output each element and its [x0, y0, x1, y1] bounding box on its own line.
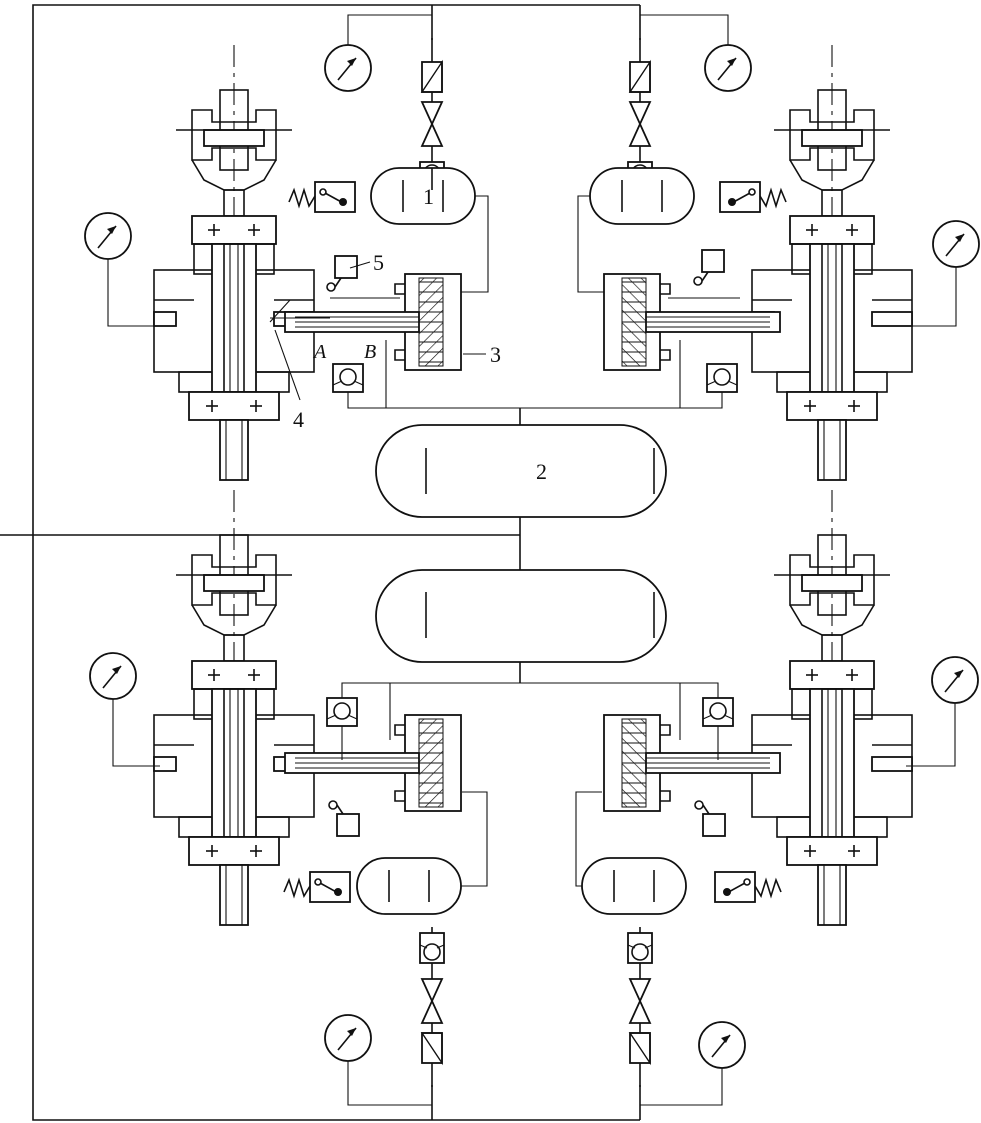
vessel-lower	[341, 569, 719, 700]
gauge-icon	[932, 220, 980, 268]
label-B: B	[364, 341, 376, 363]
gauge-icon	[324, 1014, 372, 1062]
leader-lines	[274, 261, 486, 401]
gauge-icon	[324, 44, 372, 92]
check-valve	[706, 363, 738, 393]
gauge-icon	[704, 44, 752, 92]
gauge-icon	[698, 1021, 746, 1069]
label-3: 3	[490, 342, 501, 367]
label-A: A	[312, 341, 327, 363]
gauge-icon	[89, 652, 137, 700]
outer-piping	[0, 4, 641, 1121]
label-1: 1	[423, 184, 434, 209]
label-2: 2	[536, 459, 547, 484]
gauge-icon	[84, 212, 132, 260]
vessel-2	[375, 408, 667, 518]
check-valve	[332, 363, 364, 393]
check-valve	[702, 697, 734, 727]
label-4: 4	[293, 407, 304, 432]
label-5: 5	[373, 250, 384, 275]
unit-top-left	[84, 14, 520, 481]
unit-bottom-left	[89, 489, 488, 1106]
unit-bottom-right	[575, 489, 979, 1106]
check-valve	[326, 697, 358, 727]
unit-top-right	[520, 14, 980, 481]
gauge-icon	[931, 656, 979, 704]
